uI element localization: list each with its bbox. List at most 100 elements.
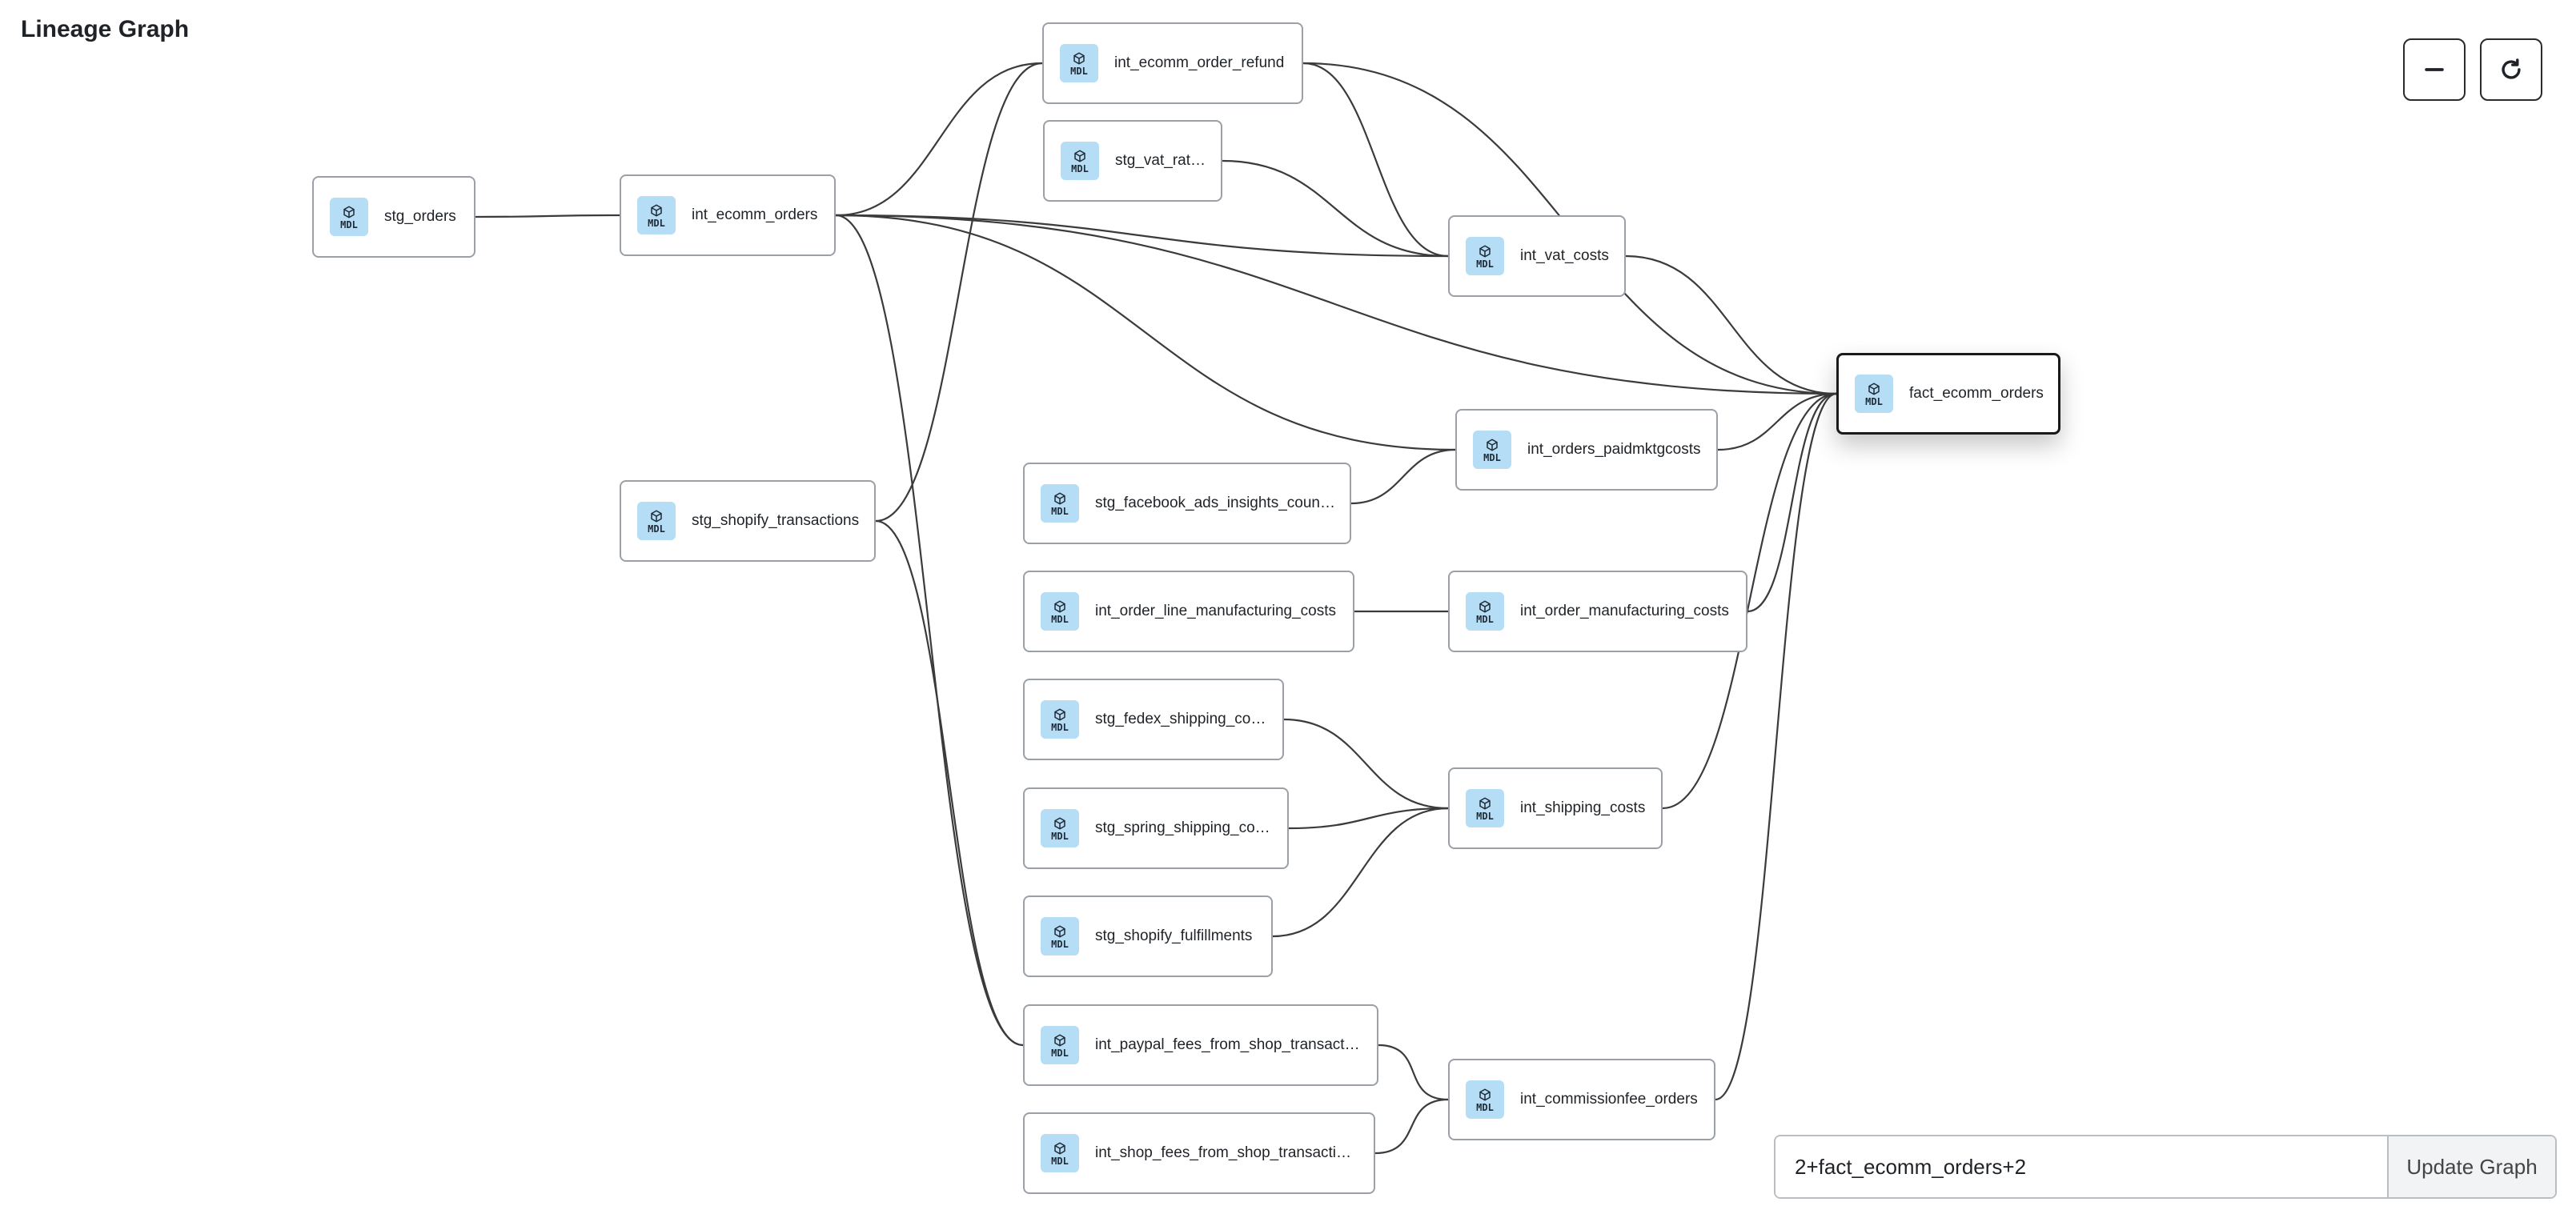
- model-badge-text: MDL: [340, 218, 358, 230]
- node-stg-shopify-fulfillments[interactable]: MDL stg_shopify_fulfillments: [1023, 895, 1273, 977]
- edge-int-ecomm-orders-to-fact-ecomm-orders: [835, 214, 1837, 395]
- edge-stg-fedex-shipping-costs-to-int-shipping-costs: [1283, 718, 1449, 810]
- node-int-vat-costs[interactable]: MDL int_vat_costs: [1448, 215, 1626, 297]
- node-label: int_ecomm_order_refund: [1114, 54, 1285, 71]
- node-int-ecomm-orders[interactable]: MDL int_ecomm_orders: [620, 174, 836, 256]
- cube-icon: [1868, 383, 1880, 395]
- node-stg-orders[interactable]: MDL stg_orders: [312, 176, 475, 258]
- model-badge-text: MDL: [1476, 613, 1494, 625]
- cube-icon: [1054, 925, 1065, 937]
- node-int-orders-paidmktgcosts[interactable]: MDL int_orders_paidmktgcosts: [1455, 409, 1718, 491]
- model-badge: MDL: [1466, 592, 1504, 631]
- model-badge-text: MDL: [1051, 1155, 1069, 1167]
- update-graph-button[interactable]: Update Graph: [2387, 1136, 2555, 1197]
- model-badge-text: MDL: [1476, 258, 1494, 270]
- edge-int-ecomm-orders-to-int-vat-costs: [835, 214, 1449, 258]
- node-label: int_vat_costs: [1520, 247, 1609, 264]
- edge-int-ecomm-orders-to-int-ecomm-order-refund: [835, 62, 1043, 217]
- node-label: stg_shopify_fulfillments: [1095, 928, 1253, 944]
- node-int-order-manufacturing-costs[interactable]: MDL int_order_manufacturing_costs: [1448, 571, 1747, 652]
- model-badge-text: MDL: [648, 217, 665, 229]
- model-badge-text: MDL: [1865, 395, 1883, 407]
- collapse-button[interactable]: [2403, 38, 2466, 101]
- cube-icon: [1054, 817, 1065, 829]
- edge-stg-facebook-ads-insights-country-to-int-orders-paidmktgcosts: [1350, 448, 1456, 505]
- minus-icon: [2425, 68, 2444, 71]
- model-badge-text: MDL: [1051, 613, 1069, 625]
- model-badge: MDL: [1041, 700, 1079, 739]
- graph-query-input[interactable]: [1776, 1136, 2387, 1197]
- node-label: stg_orders: [384, 208, 456, 225]
- cube-icon: [1487, 439, 1498, 451]
- model-badge: MDL: [1041, 1026, 1079, 1064]
- model-badge-text: MDL: [1071, 162, 1089, 174]
- reset-graph-button[interactable]: [2480, 38, 2542, 101]
- edge-int-paypal-fees-from-shop-transactions-to-int-commissionfee-orders: [1378, 1044, 1449, 1101]
- node-stg-facebook-ads-insights-country[interactable]: MDL stg_facebook_ads_insights_country: [1023, 463, 1351, 544]
- model-badge-text: MDL: [648, 523, 665, 535]
- edge-stg-vat-rates-to-int-vat-costs: [1222, 159, 1449, 258]
- model-badge: MDL: [1061, 142, 1099, 180]
- model-badge-text: MDL: [1051, 1047, 1069, 1059]
- node-stg-spring-shipping-costs[interactable]: MDL stg_spring_shipping_costs: [1023, 787, 1289, 869]
- model-badge: MDL: [1855, 375, 1893, 413]
- edge-stg-shopify-transactions-to-int-paypal-fees-from-shop-transactions: [875, 519, 1024, 1047]
- edge-int-orders-paidmktgcosts-to-fact-ecomm-orders: [1717, 392, 1837, 451]
- model-badge: MDL: [1060, 44, 1098, 82]
- edge-int-order-manufacturing-costs-to-fact-ecomm-orders: [1747, 392, 1837, 613]
- model-badge: MDL: [1041, 484, 1079, 523]
- cube-icon: [343, 206, 355, 218]
- node-int-commissionfee-orders[interactable]: MDL int_commissionfee_orders: [1448, 1059, 1715, 1140]
- model-badge-text: MDL: [1051, 830, 1069, 842]
- node-label: stg_vat_rates: [1115, 152, 1207, 169]
- model-badge: MDL: [1041, 809, 1079, 847]
- model-badge: MDL: [1466, 1080, 1504, 1119]
- cube-icon: [1054, 492, 1065, 504]
- refresh-icon: [2502, 58, 2521, 79]
- model-badge: MDL: [637, 502, 676, 540]
- cube-icon: [1479, 600, 1491, 612]
- node-label: stg_spring_shipping_costs: [1095, 819, 1274, 836]
- node-int-ecomm-order-refund[interactable]: MDL int_ecomm_order_refund: [1042, 22, 1303, 104]
- cube-icon: [1074, 150, 1085, 162]
- node-label: int_ecomm_orders: [692, 206, 818, 223]
- cube-icon: [1054, 600, 1065, 612]
- cube-icon: [1073, 52, 1085, 64]
- node-stg-fedex-shipping-costs[interactable]: MDL stg_fedex_shipping_costs: [1023, 679, 1284, 760]
- edge-stg-orders-to-int-ecomm-orders: [475, 214, 620, 218]
- node-label: stg_facebook_ads_insights_country: [1095, 495, 1338, 511]
- node-int-shop-fees-from-shop-transactions[interactable]: MDL int_shop_fees_from_shop_transactions: [1023, 1112, 1375, 1194]
- node-label: int_orders_paidmktgcosts: [1527, 441, 1701, 458]
- node-stg-vat-rates[interactable]: MDL stg_vat_rates: [1043, 120, 1222, 202]
- node-int-paypal-fees-from-shop-transactions[interactable]: MDL int_paypal_fees_from_shop_transacti…: [1023, 1004, 1378, 1086]
- model-badge-text: MDL: [1051, 721, 1069, 733]
- edge-stg-spring-shipping-costs-to-int-shipping-costs: [1288, 807, 1449, 830]
- model-badge: MDL: [330, 198, 368, 236]
- model-badge: MDL: [1041, 592, 1079, 631]
- node-label: stg_fedex_shipping_costs: [1095, 711, 1270, 727]
- model-badge: MDL: [1041, 917, 1079, 956]
- model-badge: MDL: [1473, 431, 1511, 469]
- node-label: fact_ecomm_orders: [1909, 385, 2044, 402]
- edge-int-commissionfee-orders-to-fact-ecomm-orders: [1715, 392, 1837, 1101]
- node-label: int_shop_fees_from_shop_transactions: [1095, 1144, 1361, 1161]
- edge-int-ecomm-order-refund-to-int-vat-costs: [1302, 62, 1449, 258]
- model-badge-text: MDL: [1476, 1101, 1494, 1113]
- model-badge-text: MDL: [1476, 810, 1494, 822]
- edge-int-shipping-costs-to-fact-ecomm-orders: [1662, 392, 1837, 810]
- node-label: int_paypal_fees_from_shop_transacti…: [1095, 1036, 1363, 1053]
- cube-icon: [1054, 1034, 1065, 1046]
- edge-stg-shopify-transactions-to-int-ecomm-order-refund: [875, 62, 1043, 523]
- node-label: int_commissionfee_orders: [1520, 1091, 1698, 1108]
- node-label: int_order_manufacturing_costs: [1520, 603, 1729, 619]
- cube-icon: [1054, 1142, 1065, 1154]
- model-badge: MDL: [1041, 1134, 1079, 1172]
- node-fact-ecomm-orders[interactable]: MDL fact_ecomm_orders: [1836, 353, 2060, 435]
- cube-icon: [651, 204, 662, 216]
- cube-icon: [1479, 1088, 1491, 1100]
- model-badge: MDL: [637, 196, 676, 234]
- edge-int-vat-costs-to-fact-ecomm-orders: [1625, 254, 1837, 395]
